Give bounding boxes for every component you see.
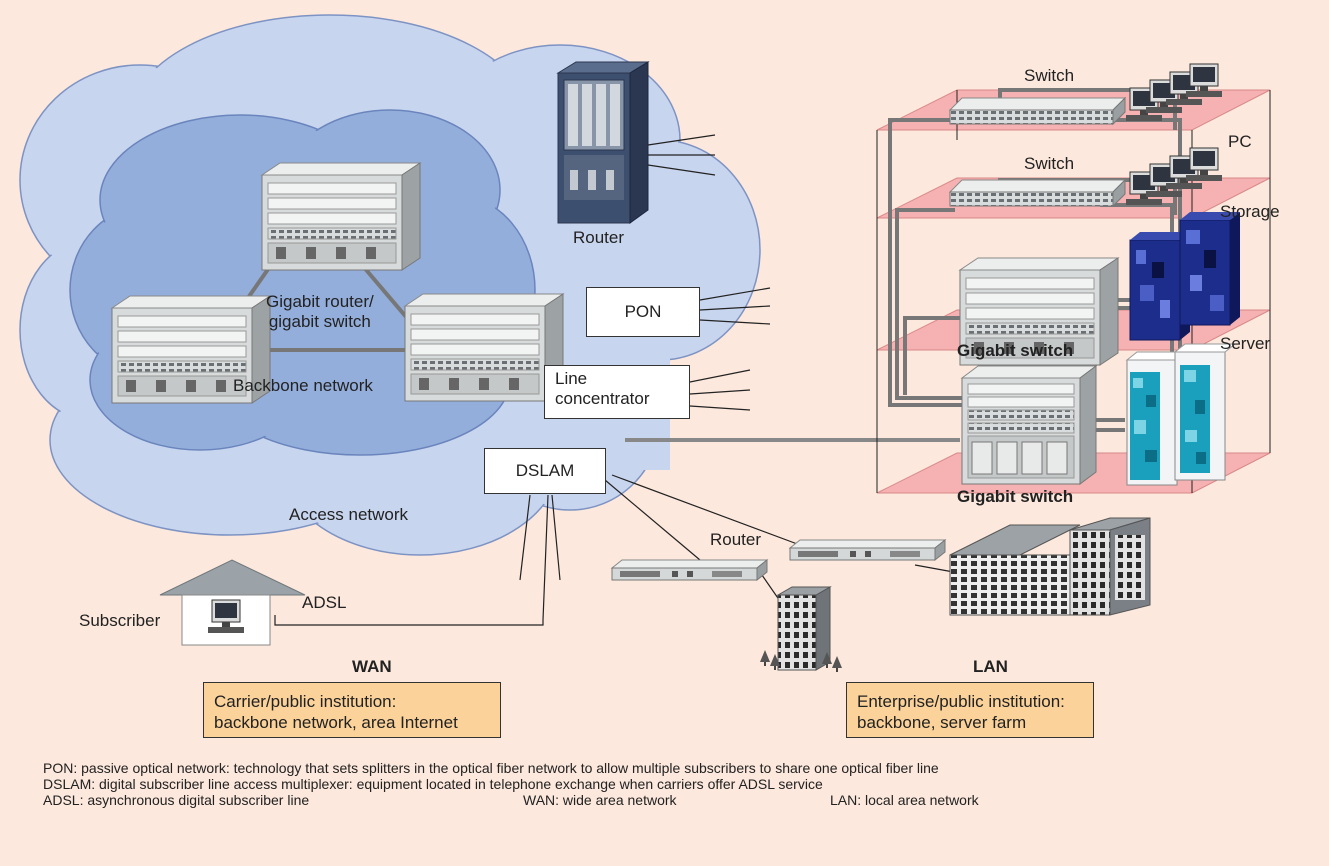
dslam-lines <box>274 474 801 626</box>
legend-pon: PON: passive optical network: technology… <box>43 760 939 776</box>
subscriber-label: Subscriber <box>79 611 161 630</box>
adsl-label: ADSL <box>302 593 347 612</box>
backbone-network-label: Backbone network <box>233 376 373 395</box>
pc-label: PC <box>1228 132 1252 151</box>
dslam-box: DSLAM <box>484 448 606 494</box>
storage-label: Storage <box>1220 202 1280 221</box>
legend-lan: LAN: local area network <box>830 792 979 808</box>
switch-top-label: Switch <box>1024 66 1075 85</box>
router-cabinet <box>556 61 650 224</box>
concentrator-lines <box>689 369 751 411</box>
backbone-router-right <box>404 293 564 402</box>
router-lan-label: Router <box>710 530 762 549</box>
router-lines <box>647 134 716 176</box>
wan-info-line1: Carrier/public institution: <box>214 692 397 711</box>
switch-top-device <box>949 97 1126 125</box>
switch-mid-label: Switch <box>1024 154 1075 173</box>
lan-info-line2: backbone, server farm <box>857 713 1027 732</box>
access-network-label: Access network <box>289 505 409 524</box>
backbone-router-top <box>261 162 421 271</box>
line-concentrator-box: Line concentrator <box>544 365 690 419</box>
gigabit-router-label-line2: gigabit switch <box>268 312 371 331</box>
lan-info-line1: Enterprise/public institution: <box>857 692 1065 711</box>
tower-building <box>760 586 842 672</box>
pon-box: PON <box>586 287 700 337</box>
router-top-label: Router <box>573 228 625 247</box>
lan-router-1 <box>611 559 768 581</box>
legend-adsl: ADSL: asynchronous digital subscriber li… <box>43 792 310 808</box>
office-buildings <box>949 517 1151 616</box>
gigabit-router-label-line1: Gigabit router/ <box>266 292 374 311</box>
legend-wan: WAN: wide area network <box>523 792 677 808</box>
line-concentrator-line1: Line <box>555 369 588 388</box>
gigabit-switch-2-label: Gigabit switch <box>957 487 1074 506</box>
server-label: Server <box>1220 334 1271 353</box>
gigabit-router-label: Gigabit router/ gigabit switch <box>266 292 374 332</box>
switch-mid-device <box>949 179 1126 207</box>
legend-dslam: DSLAM: digital subscriber line access mu… <box>43 776 823 792</box>
lan-label: LAN <box>973 657 1008 676</box>
wan-info-line2: backbone network, area Internet <box>214 713 458 732</box>
line-concentrator-line2: concentrator <box>555 389 650 408</box>
gigabit-switch-1-label: Gigabit switch <box>957 341 1074 360</box>
gigabit-switch-2-device <box>960 365 1098 485</box>
storage-units <box>1129 212 1240 341</box>
wan-info-box: Carrier/public institution: backbone net… <box>203 682 501 738</box>
server-units <box>1125 343 1237 486</box>
lan-router-2 <box>789 539 946 561</box>
pon-lines <box>699 287 771 325</box>
subscriber-house <box>159 559 306 646</box>
wan-label: WAN <box>352 657 392 676</box>
lan-info-box: Enterprise/public institution: backbone,… <box>846 682 1094 738</box>
